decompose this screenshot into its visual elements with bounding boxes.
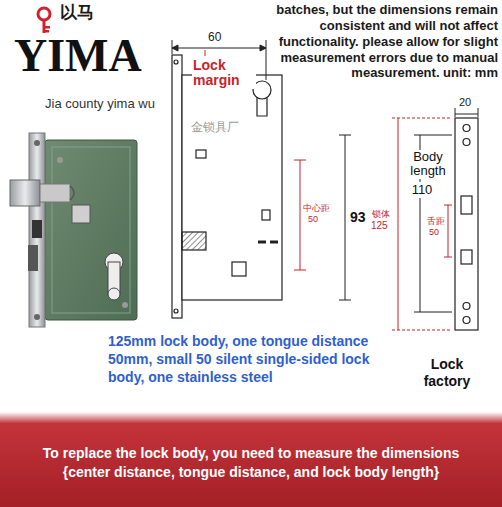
faceplate-front-view-part <box>455 118 478 330</box>
red-dimension-lines-part <box>444 257 452 258</box>
faceplate-front-view-part <box>463 317 470 324</box>
body-label: 锁体 <box>372 209 390 220</box>
lock-photo-part <box>29 133 45 327</box>
lock-photo-part <box>40 184 70 202</box>
logo-key-part <box>38 8 50 20</box>
dimension-lines-part <box>172 45 266 51</box>
lock-photo-part <box>72 205 90 223</box>
dimension-value: 50 <box>308 214 318 225</box>
lock-side-view-part <box>174 60 178 64</box>
red-dimension-lines-part <box>294 270 306 271</box>
lock-photo-part <box>52 147 130 313</box>
lock-photo-part <box>108 288 120 300</box>
lock-photo-part <box>70 186 74 200</box>
logo-key-part <box>45 26 50 29</box>
red-dimension-lines-part <box>300 160 301 270</box>
red-dimension-lines-part <box>205 50 206 56</box>
dimension-value: 125 <box>371 220 388 232</box>
dimension-lines-part <box>339 300 351 301</box>
lock-side-view <box>172 55 282 318</box>
faceplate-front-view <box>455 118 478 330</box>
dimension-value: 50 <box>429 227 439 238</box>
lock-side-view-part <box>174 309 178 313</box>
logo-chinese: 以马 <box>60 3 94 23</box>
center-distance-label: 中心距 <box>303 203 330 214</box>
lock-side-view-part <box>196 150 206 158</box>
dimension-lines-part <box>339 135 351 136</box>
dimension-lines-part <box>172 40 173 54</box>
faceplate-front-view-part <box>463 139 470 146</box>
lock-photo-part <box>34 140 40 146</box>
lock-side-view-part <box>258 241 266 244</box>
dimension-value: 20 <box>459 96 471 109</box>
red-dimension-lines-part <box>448 205 449 257</box>
red-dimension-lines-part <box>392 330 452 331</box>
lock-photo-part <box>57 157 63 163</box>
note-text: batches, but the dimensions remain consi… <box>266 2 498 81</box>
lock-side-view-part <box>182 75 282 300</box>
tongue-distance-label: 舌距 <box>427 216 445 227</box>
lock-photo <box>10 133 137 327</box>
lock-photo-part <box>28 245 38 271</box>
lock-photo-part <box>32 220 42 238</box>
dimension-lines-part <box>172 48 266 49</box>
lock-photo-part <box>122 302 128 308</box>
product-caption: 125mm lock body, one tongue distance 50m… <box>108 332 406 387</box>
lock-side-view-part <box>270 241 278 244</box>
red-dimension-lines-part <box>398 118 399 330</box>
company-name: Jia county yima wu <box>40 96 160 112</box>
lock-side-view-part <box>182 232 206 250</box>
lock-side-view-part <box>257 97 267 116</box>
lock-side-view-part <box>172 55 182 318</box>
faceplate-front-view-part <box>463 125 470 132</box>
band-text: To replace the lock body, you need to me… <box>22 444 480 480</box>
dimension-lines-part <box>266 40 267 80</box>
dimension-lines-part <box>414 312 452 313</box>
dimension-value: 110 <box>408 182 436 198</box>
dimension-lines <box>172 40 478 312</box>
lock-margin-label: Lock margin <box>192 58 256 89</box>
red-dimension-lines-part <box>294 160 306 161</box>
dimension-lines-part <box>478 108 479 117</box>
logo-key <box>38 8 50 33</box>
dimension-lines-part <box>345 135 346 300</box>
red-dimension-lines <box>205 50 452 330</box>
faceplate-front-view-part <box>461 196 472 214</box>
instruction-band: To replace the lock body, you need to me… <box>0 418 502 507</box>
factory-label: Lock factory <box>412 356 482 390</box>
dimension-value: 93 <box>350 209 366 226</box>
dimension-value: 60 <box>208 30 221 44</box>
faceplate-front-view-part <box>461 250 472 264</box>
red-band-ground <box>0 412 502 507</box>
red-dimension-lines-part <box>392 118 452 119</box>
logo-text: YIMA <box>14 28 142 83</box>
red-dimension-lines-part <box>444 205 452 206</box>
lock-photo-part <box>34 314 40 320</box>
company-name-chinese: 金锁具厂 <box>190 120 240 134</box>
lock-photo-part <box>10 180 40 206</box>
body-length-label: Body length <box>402 150 454 179</box>
lock-photo-part <box>45 140 137 320</box>
dimension-lines-part <box>455 108 456 117</box>
lock-side-view-part <box>232 262 246 276</box>
dimension-lines-part <box>414 135 452 136</box>
faceplate-front-view-part <box>463 303 470 310</box>
lock-side-view-part <box>262 210 270 220</box>
dimension-lines-part <box>455 114 478 115</box>
